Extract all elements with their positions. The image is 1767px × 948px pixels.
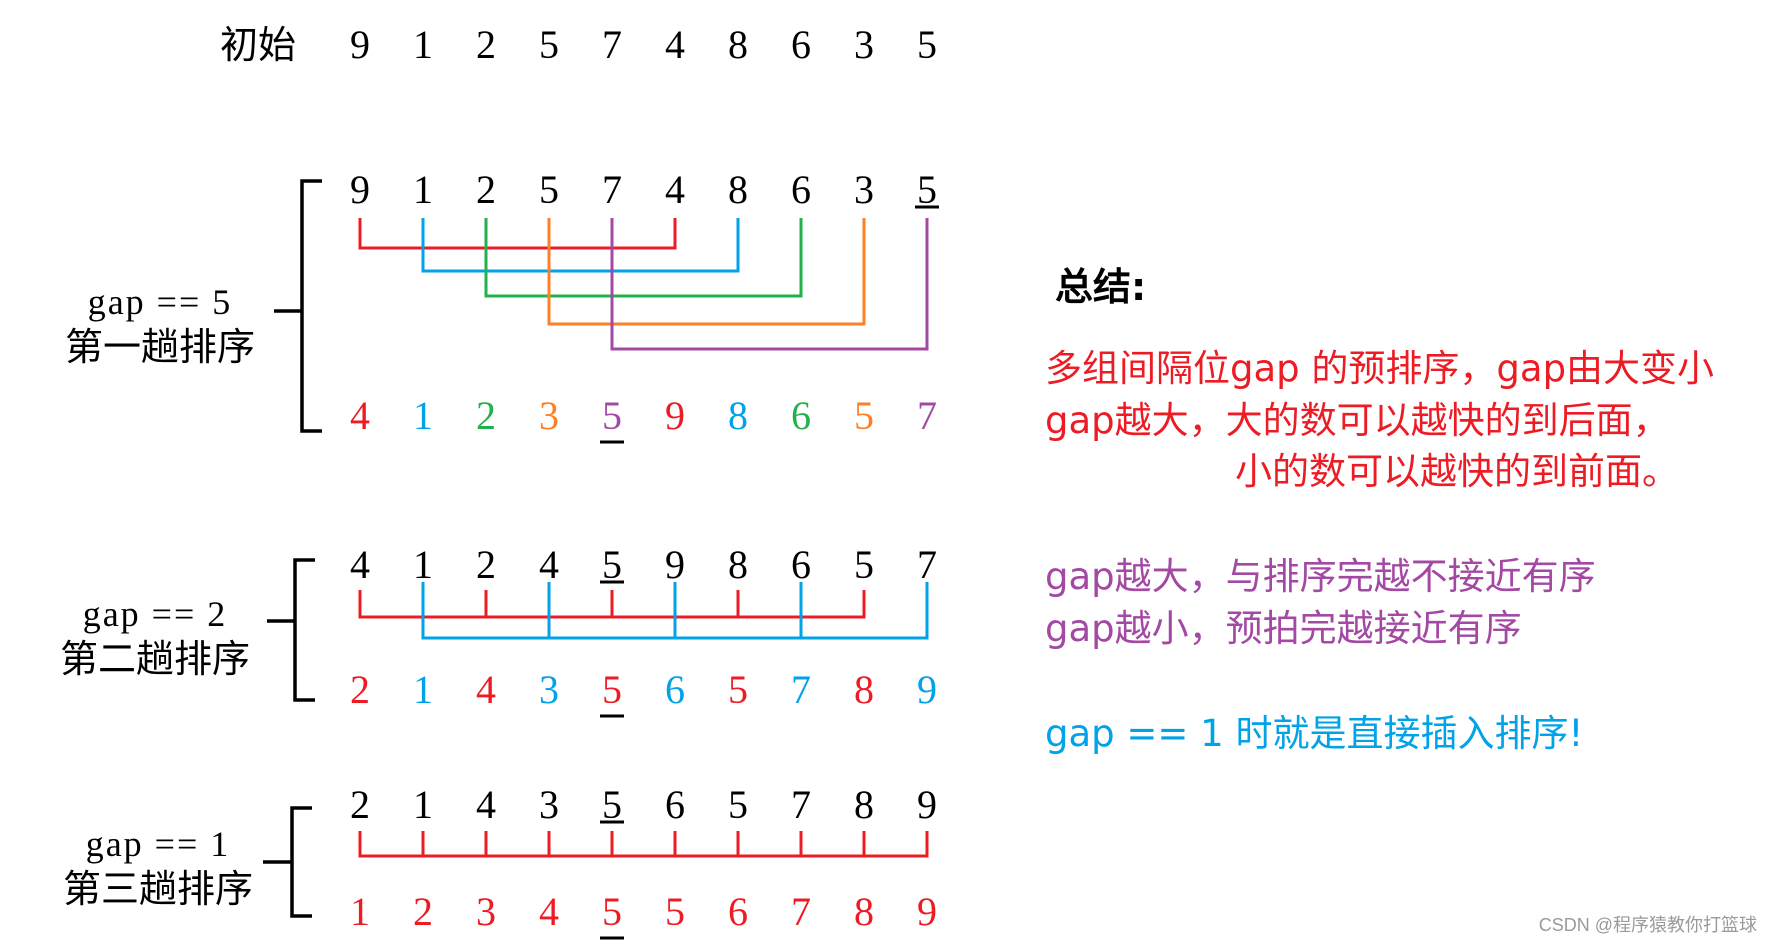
pass1-gap-label: gap == 5 [87, 282, 233, 322]
pass3-after-value: 6 [728, 889, 748, 934]
pass1-before-value: 6 [791, 167, 811, 212]
pass3-after-value: 9 [917, 889, 937, 934]
pass3-label: gap == 1 第三趟排序 [38, 826, 278, 908]
pass2-before-value: 9 [665, 542, 685, 587]
pass2-before-value: 4 [350, 542, 370, 587]
initial-value: 8 [728, 22, 748, 67]
pass2-after-value: 3 [539, 667, 559, 712]
pass3-after-value: 2 [413, 889, 433, 934]
pass3-after-value: 5 [602, 889, 622, 934]
initial-label: 初始 [220, 23, 297, 67]
pass2-before-value: 4 [539, 542, 559, 587]
pass1-after-value: 2 [476, 393, 496, 438]
initial-value: 9 [350, 22, 370, 67]
pass1-after-value: 4 [350, 393, 370, 438]
pass3-after-value: 7 [791, 889, 811, 934]
pass1-after-value: 7 [917, 393, 937, 438]
initial-value: 1 [413, 22, 433, 67]
pass3-before-value: 7 [791, 782, 811, 827]
watermark: CSDN @程序猿教你打篮球 [1538, 915, 1757, 935]
pass2-after-value: 5 [602, 667, 622, 712]
pass1-after-value: 1 [413, 393, 433, 438]
pass1-before-value: 2 [476, 167, 496, 212]
pass3-before-value: 2 [350, 782, 370, 827]
summary-red-line-1: 多组间隔位gap 的预排序，gap由大变小 [1045, 347, 1715, 390]
pass1-after-value: 5 [602, 393, 622, 438]
summary-blue-line: gap == 1 时就是直接插入排序! [1045, 712, 1584, 755]
summary-purple-line-2: gap越小，预拍完越接近有序 [1045, 607, 1522, 650]
pass2-after-value: 8 [854, 667, 874, 712]
pass3-after-value: 8 [854, 889, 874, 934]
pass2-after-value: 5 [728, 667, 748, 712]
pass1-before-value: 8 [728, 167, 748, 212]
pass3-before-value: 6 [665, 782, 685, 827]
pass1-before-value: 4 [665, 167, 685, 212]
pass3-before-value: 5 [602, 782, 622, 827]
pass2-before-value: 1 [413, 542, 433, 587]
pass2-after-value: 4 [476, 667, 496, 712]
pass1-before-value: 9 [350, 167, 370, 212]
pass3-gap-label: gap == 1 [85, 824, 231, 864]
pass1-bracket [300, 179, 322, 433]
pass3-before-value: 8 [854, 782, 874, 827]
pass1-title: 第一趟排序 [64, 325, 255, 369]
pass3-before-value: 9 [917, 782, 937, 827]
pass3-after-value: 4 [539, 889, 559, 934]
pass3-after-value: 5 [665, 889, 685, 934]
summary-title: 总结: [1055, 265, 1147, 309]
pass3-before-value: 3 [539, 782, 559, 827]
initial-value: 2 [476, 22, 496, 67]
pass2-before-value: 8 [728, 542, 748, 587]
pass1-before-value: 5 [917, 167, 937, 212]
pass2-before-value: 6 [791, 542, 811, 587]
pass2-after-value: 6 [665, 667, 685, 712]
summary-purple-line-1: gap越大，与排序完越不接近有序 [1045, 555, 1596, 598]
pass1-before-value: 3 [854, 167, 874, 212]
pass3-after-value: 3 [476, 889, 496, 934]
pass2-before-value: 5 [854, 542, 874, 587]
pass2-after-value: 2 [350, 667, 370, 712]
pass2-after-value: 9 [917, 667, 937, 712]
pass1-after-value: 8 [728, 393, 748, 438]
pass1-before-value: 5 [539, 167, 559, 212]
pass1-after-value: 9 [665, 393, 685, 438]
pass1-after-value: 5 [854, 393, 874, 438]
pass2-before-value: 2 [476, 542, 496, 587]
pass2-label: gap == 2 第二趟排序 [35, 596, 275, 678]
pass3-title: 第三趟排序 [62, 867, 253, 911]
summary-red-line-2: gap越大，大的数可以越快的到后面， [1045, 399, 1670, 442]
pass2-before-value: 7 [917, 542, 937, 587]
pass1-label: gap == 5 第一趟排序 [40, 284, 280, 366]
pass2-title: 第二趟排序 [59, 637, 250, 681]
pass2-after-value: 1 [413, 667, 433, 712]
pass1-before-value: 1 [413, 167, 433, 212]
summary-red-line-3: 小的数可以越快的到前面。 [1235, 450, 1679, 493]
pass1-before-value: 7 [602, 167, 622, 212]
pass3-before-value: 4 [476, 782, 496, 827]
pass3-before-value: 1 [413, 782, 433, 827]
pass1-after-value: 6 [791, 393, 811, 438]
initial-value: 7 [602, 22, 622, 67]
pass3-bracket [290, 806, 312, 918]
pass1-after-value: 3 [539, 393, 559, 438]
pass2-before-value: 5 [602, 542, 622, 587]
pass2-after-value: 7 [791, 667, 811, 712]
pass3-before-value: 5 [728, 782, 748, 827]
pass2-gap-label: gap == 2 [82, 594, 228, 634]
initial-value: 5 [917, 22, 937, 67]
initial-value: 3 [854, 22, 874, 67]
initial-value: 6 [791, 22, 811, 67]
pass2-bracket [293, 558, 315, 702]
initial-value: 4 [665, 22, 685, 67]
pass3-after-value: 1 [350, 889, 370, 934]
initial-value: 5 [539, 22, 559, 67]
